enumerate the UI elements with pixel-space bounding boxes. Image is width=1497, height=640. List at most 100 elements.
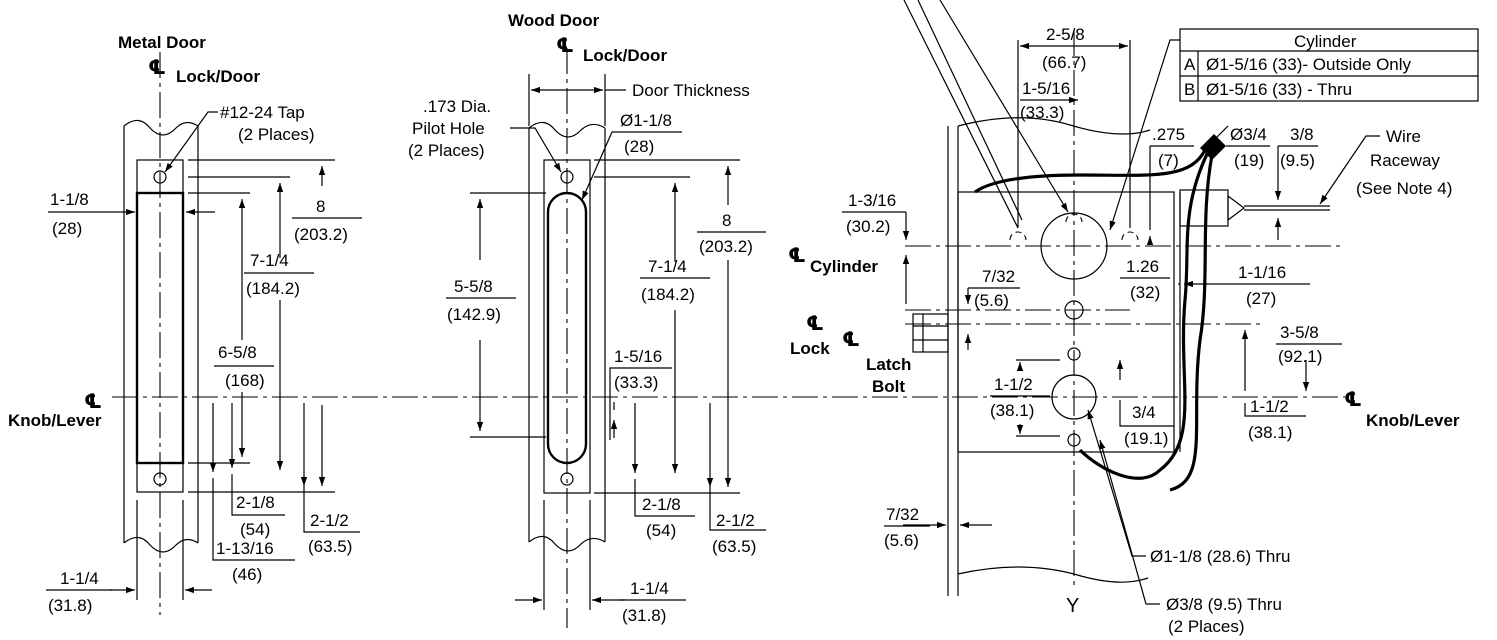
- wood-pilot-label: .173 Dia.: [423, 97, 491, 116]
- metal-dim-8: 8: [316, 197, 325, 216]
- metal-dim-1-1-4: 1-1/4: [60, 569, 99, 588]
- metal-dim-7-1-4: 7-1/4: [250, 251, 289, 270]
- metal-tap-hole-bottom: [153, 472, 167, 486]
- through-hole-top: [1067, 347, 1081, 361]
- side-dim-1-1-16: 1-1/16: [1238, 263, 1286, 282]
- metal-cutout: [135, 191, 185, 465]
- metal-dim-2-1-8: 2-1/8: [236, 493, 275, 512]
- cylinder-centerline-label: Cylinder: [810, 257, 878, 276]
- metal-dim-6-5-8: 6-5/8: [218, 343, 257, 362]
- svg-text:(28): (28): [624, 137, 654, 156]
- metal-dim-1-13-16: 1-13/16: [216, 539, 274, 558]
- svg-text:(203.2): (203.2): [294, 225, 348, 244]
- svg-text:(63.5): (63.5): [308, 537, 352, 556]
- metal-tap-hole-top: [153, 170, 167, 184]
- knob-lever-label-right: Knob/Lever: [1366, 411, 1460, 430]
- y-axis-label: Y: [1066, 595, 1079, 617]
- cylinder-row-b-key: B: [1184, 80, 1195, 99]
- cylinder-table: Cylinder A Ø1-5/16 (33)- Outside Only B …: [1109, 28, 1479, 231]
- knob-lever-cl-symbol-right: ℄: [1344, 389, 1362, 411]
- side-dim-3-8: 3/8: [1290, 125, 1314, 144]
- side-dim-7-32-bottom: 7/32: [886, 505, 919, 524]
- metal-door-view: Metal Door ℄ Lock/Door #12-24 Tap (2 Pla…: [8, 33, 362, 615]
- metal-tap-places: (2 Places): [238, 125, 315, 144]
- svg-text:Raceway: Raceway: [1370, 151, 1440, 170]
- svg-text:℄: ℄: [806, 313, 824, 335]
- side-dim-1-26: 1.26: [1126, 257, 1159, 276]
- side-dim-7-32-latch: 7/32: [982, 267, 1015, 286]
- cylinder-cl-symbol: ℄: [788, 245, 806, 267]
- cylinder-table-header: Cylinder: [1294, 32, 1357, 51]
- knob-hole: [1051, 374, 1097, 420]
- svg-text:(9.5): (9.5): [1280, 151, 1315, 170]
- knob-lever-cl-symbol-left: ℄: [84, 391, 102, 413]
- wood-pilot-hole-bottom: [560, 472, 574, 486]
- svg-text:(38.1): (38.1): [1248, 423, 1292, 442]
- metal-tap-label: #12-24 Tap: [220, 103, 305, 122]
- svg-text:Bolt: Bolt: [872, 377, 905, 396]
- svg-text:(32): (32): [1130, 283, 1160, 302]
- small-hole-thru-label: Ø3/8 (9.5) Thru: [1166, 595, 1282, 614]
- wood-mortise-slot: [546, 191, 588, 465]
- svg-text:(33.3): (33.3): [614, 373, 658, 392]
- latch-bolt-label: Latch: [866, 355, 911, 374]
- svg-text:(See Note 4): (See Note 4): [1356, 179, 1452, 198]
- wood-door-view: Wood Door ℄ Lock/Door Door Thickness .17…: [408, 11, 766, 628]
- metal-bottom-break: [123, 536, 199, 553]
- svg-text:(28): (28): [52, 219, 82, 238]
- side-dim-2-5-8: 2-5/8: [1046, 25, 1085, 44]
- svg-text:(184.2): (184.2): [246, 279, 300, 298]
- svg-text:(38.1): (38.1): [990, 401, 1034, 420]
- lock-case-body: [957, 191, 1175, 453]
- lock-centerline-label: Lock: [790, 339, 830, 358]
- svg-text:(142.9): (142.9): [447, 305, 501, 324]
- through-hole-bottom: [1067, 433, 1081, 447]
- svg-text:(63.5): (63.5): [712, 537, 756, 556]
- svg-text:(2 Places): (2 Places): [408, 141, 485, 160]
- wood-dim-1-5-16: 1-5/16: [614, 347, 662, 366]
- svg-text:(30.2): (30.2): [846, 217, 890, 236]
- wire-raceway-label: Wire: [1386, 127, 1421, 146]
- latch-bolt: [912, 313, 949, 353]
- wood-faceplate: [543, 159, 591, 494]
- svg-text:(7): (7): [1158, 151, 1179, 170]
- side-dim-3-5-8: 3-5/8: [1280, 323, 1319, 342]
- side-dim-1-1-2-center: 1-1/2: [994, 375, 1033, 394]
- wood-dim-2-1-8: 2-1/8: [642, 495, 681, 514]
- side-dim-dia-3-4: Ø3/4: [1230, 125, 1267, 144]
- wood-dim-5-5-8: 5-5/8: [454, 277, 493, 296]
- svg-text:(46): (46): [232, 565, 262, 584]
- svg-text:(203.2): (203.2): [699, 237, 753, 256]
- svg-text:(54): (54): [240, 520, 270, 539]
- svg-text:℄: ℄: [842, 329, 860, 351]
- svg-text:(184.2): (184.2): [641, 285, 695, 304]
- cylinder-row-a-key: A: [1184, 55, 1196, 74]
- side-dim-3-4: 3/4: [1132, 403, 1156, 422]
- wood-dim-1-1-4: 1-1/4: [630, 579, 669, 598]
- svg-text:(92.1): (92.1): [1278, 347, 1322, 366]
- wood-pilot-hole-top: [560, 170, 574, 184]
- svg-text:(54): (54): [646, 521, 676, 540]
- wood-dim-2-1-2: 2-1/2: [716, 511, 755, 530]
- metal-centerline-label: Lock/Door: [176, 67, 260, 86]
- metal-centerline-symbol: ℄: [148, 57, 166, 79]
- cylinder-row-a-value: Ø1-5/16 (33)- Outside Only: [1206, 55, 1412, 74]
- lock-case-side-view: Y 2-5/8 (66.: [788, 0, 1460, 636]
- svg-text:(27): (27): [1246, 289, 1276, 308]
- side-dim-1-3-16: 1-3/16: [848, 191, 896, 210]
- metal-dim-2-1-2: 2-1/2: [310, 511, 349, 530]
- wood-door-thickness-label: Door Thickness: [632, 81, 750, 100]
- side-dim-1-1-2-right: 1-1/2: [1250, 397, 1289, 416]
- svg-text:Pilot Hole: Pilot Hole: [412, 119, 485, 138]
- metal-top-break: [123, 119, 199, 136]
- wood-centerline-label: Lock/Door: [583, 46, 667, 65]
- knob-lever-label-left: Knob/Lever: [8, 411, 102, 430]
- svg-text:(66.7): (66.7): [1042, 53, 1086, 72]
- wood-dim-7-1-4: 7-1/4: [648, 257, 687, 276]
- svg-text:(19): (19): [1234, 151, 1264, 170]
- wood-dim-dia-1-1-8: Ø1-1/8: [620, 111, 672, 130]
- metal-door-title: Metal Door: [118, 33, 206, 52]
- svg-text:(19.1): (19.1): [1124, 429, 1168, 448]
- svg-text:(5.6): (5.6): [974, 291, 1009, 310]
